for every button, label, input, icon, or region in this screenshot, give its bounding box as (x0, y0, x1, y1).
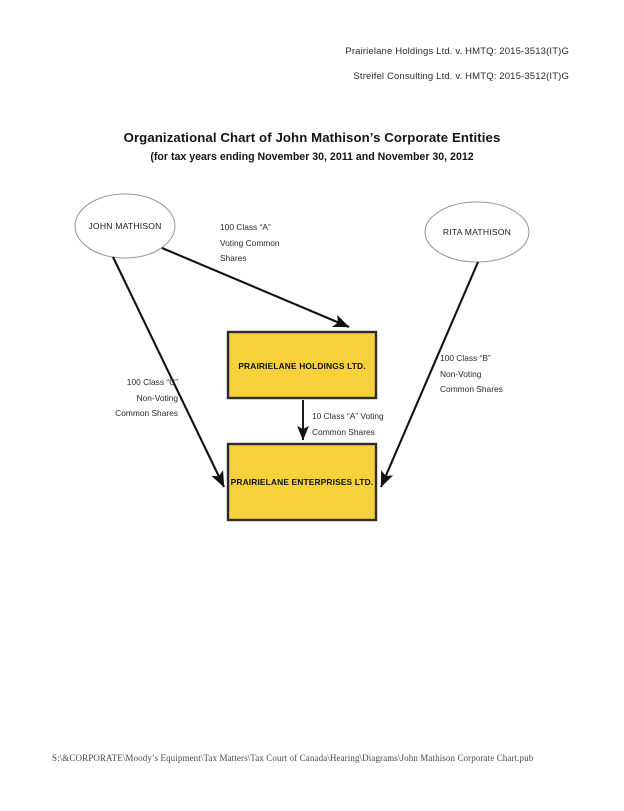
connector-john-to-enterprises (112, 256, 225, 488)
edge-label-line: Common Shares (312, 426, 375, 437)
entity-node-holdings (226, 330, 378, 400)
edge-label-line: 10 Class “A” Voting (312, 411, 384, 421)
chart-subtitle: (for tax years ending November 30, 2011 … (150, 151, 474, 163)
case-citation-2: Streifel Consulting Ltd. v. HMTQ: 2015-3… (353, 71, 569, 82)
edge-label-class-a-voting: 100 Class “A” Voting Common Shares (220, 220, 280, 267)
edge-label-line: 100 Class “B” (440, 353, 491, 363)
edge-label-line: Shares (220, 253, 247, 263)
person-label-rita: RITA MATHISON (442, 227, 512, 237)
edge-label-class-b-non-voting: 100 Class “B” Non-Voting Common Shares (440, 351, 503, 398)
edge-label-line: 100 Class “C” (126, 377, 178, 387)
case-citations: Prairielane Holdings Ltd. v. HMTQ: 2015-… (345, 46, 569, 96)
edge-label-line: Common Shares (115, 408, 178, 418)
edge-label-line: Non-Voting (136, 392, 178, 403)
person-label-john: JOHN MATHISON (88, 221, 162, 231)
entity-node-enterprises (226, 442, 378, 522)
entity-label-enterprises: PRAIRIELANE ENTERPRISES LTD. (230, 477, 374, 487)
person-node-john (74, 193, 176, 259)
edge-label-line: Voting Common (220, 237, 280, 248)
entity-label-holdings: PRAIRIELANE HOLDINGS LTD. (238, 361, 366, 371)
case-citation-1: Prairielane Holdings Ltd. v. HMTQ: 2015-… (345, 46, 569, 57)
edge-label-line: Non-Voting (440, 368, 482, 379)
connector-john-to-holdings (161, 247, 350, 328)
edge-label-line: Common Shares (440, 384, 503, 394)
edge-label-ten-class-a-voting: 10 Class “A” Voting Common Shares (312, 409, 384, 440)
footer-file-path: S:\&CORPORATE\Moody’s Equipment\Tax Matt… (52, 753, 534, 763)
edge-label-class-c-non-voting: 100 Class “C” Non-Voting Common Shares (78, 375, 178, 422)
edge-label-line: 100 Class “A” (220, 222, 271, 232)
connector-rita-to-enterprises (380, 261, 479, 488)
chart-title: Organizational Chart of John Mathison’s … (123, 130, 501, 145)
